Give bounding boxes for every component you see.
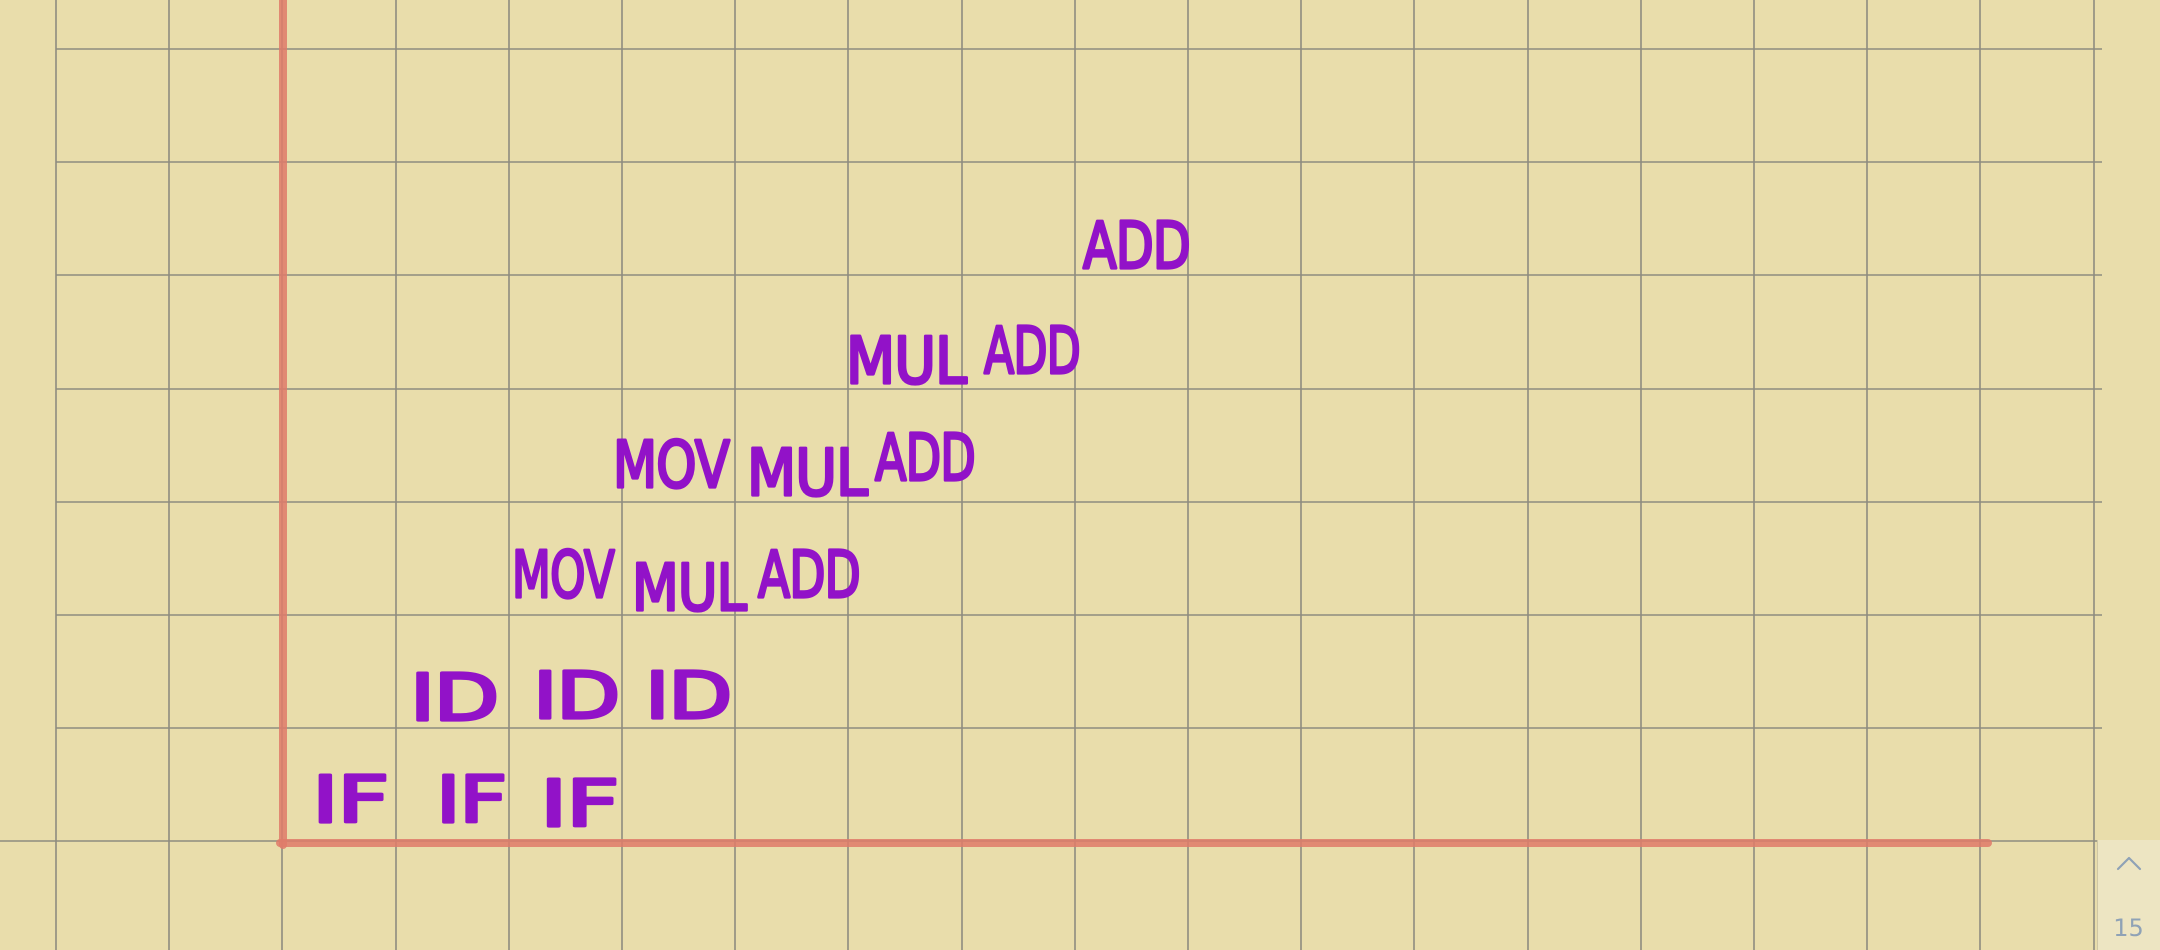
handwritten-word: MOV xyxy=(512,539,615,613)
handwritten-word: MUL xyxy=(747,437,868,511)
handwritten-word: ADD xyxy=(875,422,975,496)
handwritten-word: ADD xyxy=(984,315,1080,389)
handwritten-word: IF xyxy=(540,768,618,842)
handwritten-word: IF xyxy=(312,764,388,838)
handwritten-word: MUL xyxy=(846,325,967,399)
handwritten-word: ID xyxy=(645,660,731,734)
handwritten-word: MUL xyxy=(632,552,747,626)
scroll-up-button[interactable] xyxy=(2097,848,2160,880)
handwritten-word: MOV xyxy=(613,429,730,503)
page-number: 15 xyxy=(2113,914,2144,942)
handwritten-word: ID xyxy=(533,660,619,734)
handwritten-word: IF xyxy=(436,764,506,838)
chevron-up-icon xyxy=(2116,856,2142,871)
handwritten-word: ID xyxy=(410,662,498,736)
handwritten-word: ADD xyxy=(758,539,860,613)
handwritten-word: ADD xyxy=(1083,210,1190,284)
